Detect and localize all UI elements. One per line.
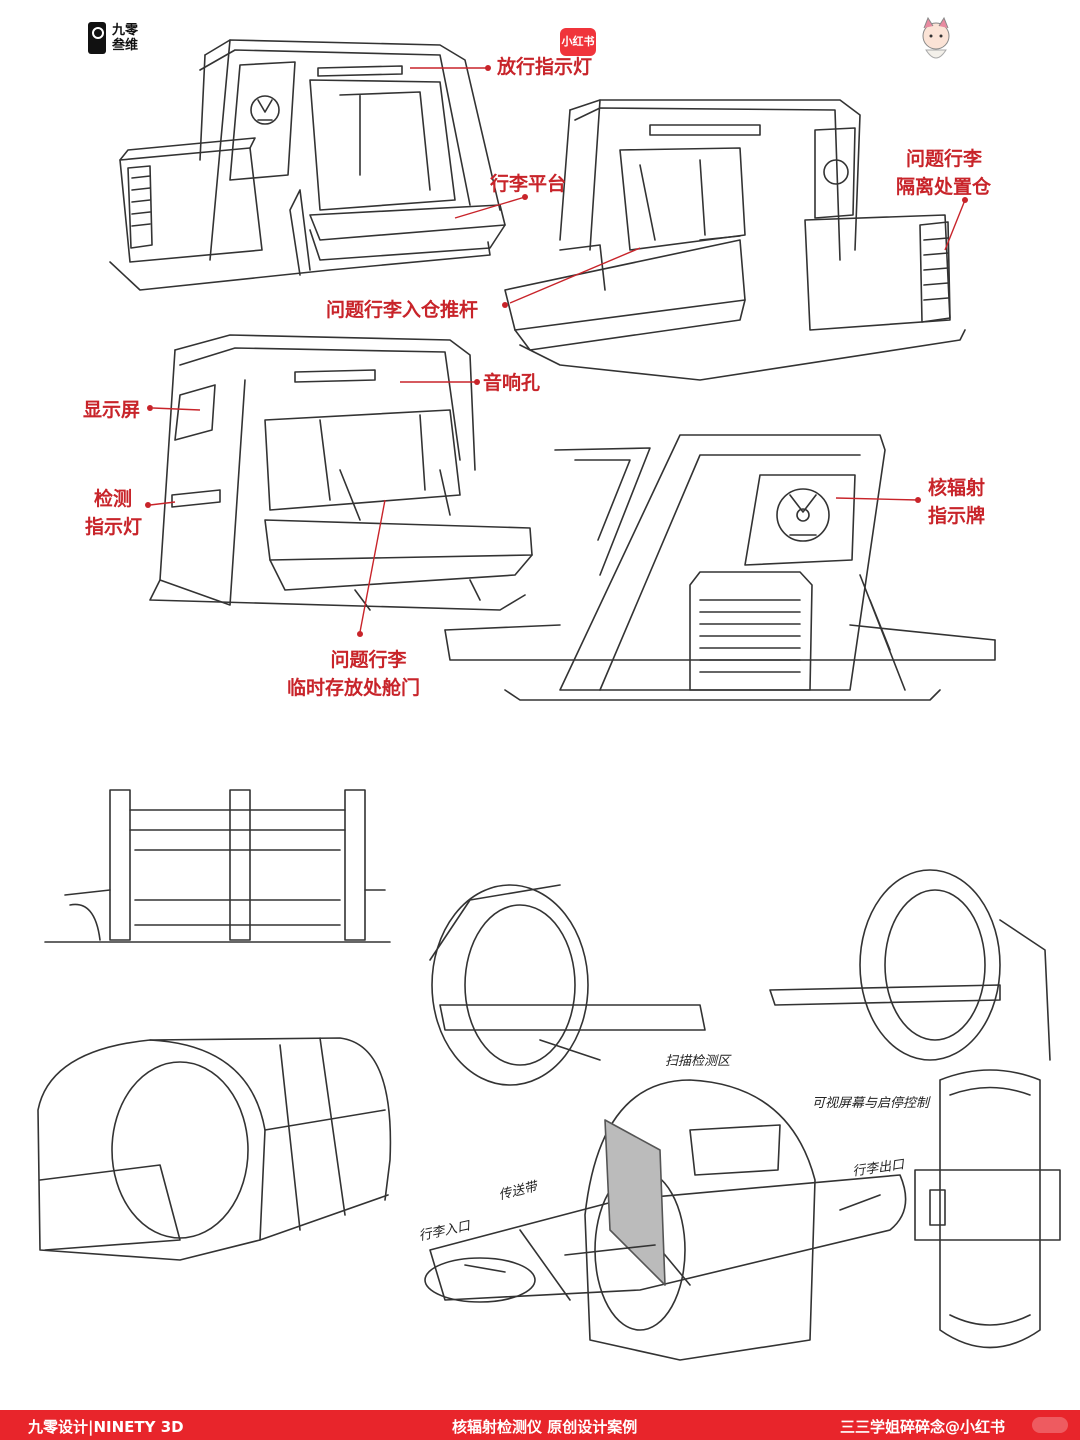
xiaohongshu-badge: 小红书 [560,28,596,56]
brand-line-2: 叁维 [112,38,139,53]
callout-detection-light: 检测 指示灯 [85,485,142,541]
callout-luggage-platform: 行李平台 [490,173,567,195]
callout-release-light: 放行指示灯 [497,56,593,78]
callout-isolation-line-1: 问题行李 [906,148,983,170]
callout-radiation-sign: 核辐射 指示牌 [928,474,985,530]
callout-isolation-chamber: 问题行李 隔离处置仓 [896,145,991,201]
sketch-tunnel-perspective [37,1037,392,1261]
callout-storage-line-1: 问题行李 [330,649,407,671]
callout-speaker-hole: 音响孔 [483,372,541,394]
brand-line-1: 九零 [112,23,139,38]
sketch-ring-scanner-right [769,869,1051,1061]
sketch-machine-side-left [149,334,533,611]
callout-isolation-line-2: 隔离处置仓 [896,176,992,198]
footer-bar: 九零设计|NINETY 3D 核辐射检测仪 原创设计案例 三三学姐碎碎念@小红书 [0,1410,1080,1440]
brand-logo: 九零 叁维 [88,22,142,54]
note-scan-zone: 扫描检测区 [665,1054,731,1069]
footer-left: 九零设计|NINETY 3D [28,1418,184,1436]
sketch-machine-side-right [444,434,996,701]
sketch-elevation-front [44,789,391,943]
brand-logo-text: 九零 叁维 [112,23,142,53]
sketch-ring-scanner-annotated [424,1079,907,1361]
callout-radiation-line-1: 核辐射 [928,477,986,499]
product-sketches [37,39,1061,1361]
brand-logo-icon [88,22,106,54]
footer-right: 三三学姐碎碎念@小红书 [840,1418,1006,1436]
callout-push-rod: 问题行李入仓推杆 [326,299,479,321]
callout-radiation-line-2: 指示牌 [928,505,986,527]
callout-display-screen: 显示屏 [83,399,141,421]
sketch-machine-front-right [504,99,966,381]
footer-watermark-icon [1032,1417,1068,1433]
sketch-scanner-top-view [914,1069,1061,1349]
callout-detection-line-1: 检测 [94,488,133,510]
callout-detection-line-2: 指示灯 [85,516,143,538]
callout-storage-door: 问题行李 临时存放处舱门 [287,646,420,702]
callout-storage-line-2: 临时存放处舱门 [287,677,421,699]
sketch-machine-front-left [109,39,506,291]
footer-center: 核辐射检测仪 原创设计案例 [452,1418,638,1436]
note-screen-control: 可视屏幕与启停控制 [812,1096,930,1111]
avatar-icon [922,16,950,59]
sketch-ring-scanner-left [429,884,706,1086]
